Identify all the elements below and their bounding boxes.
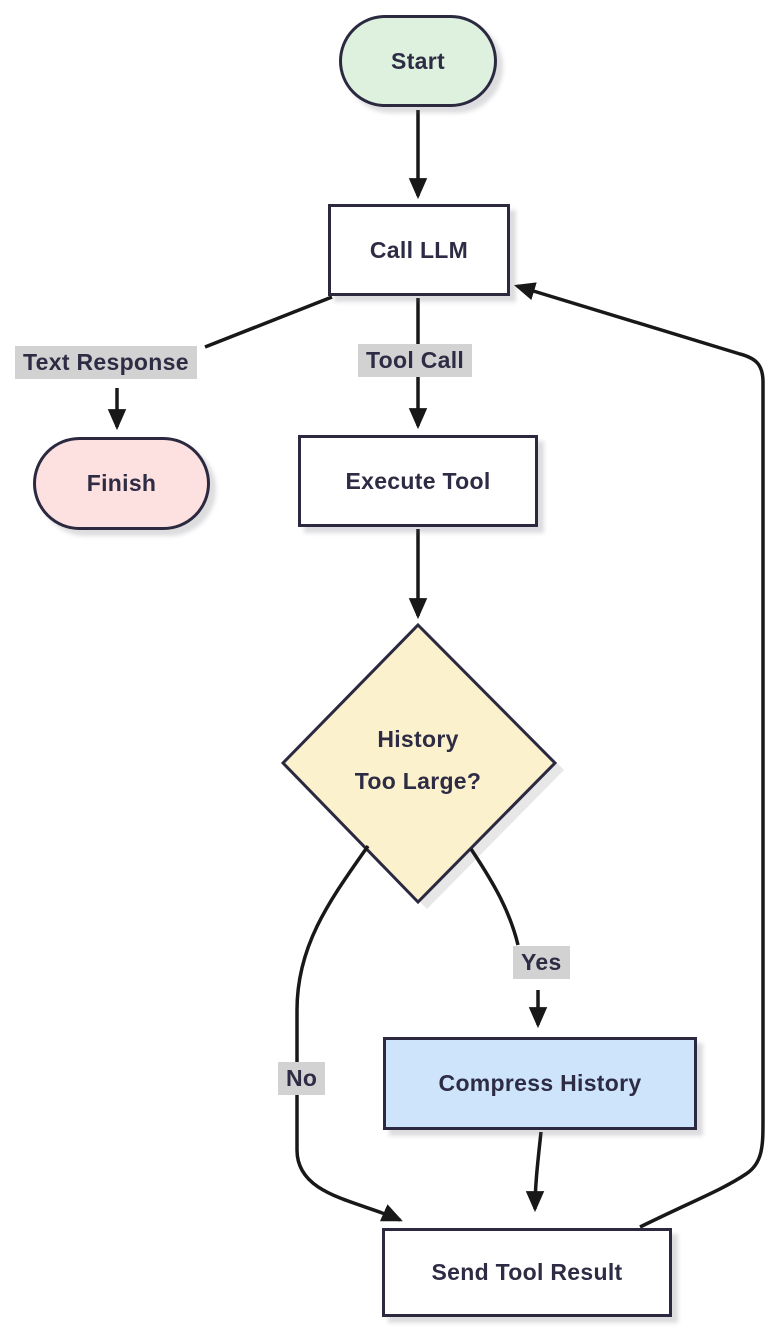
node-call-llm-label: Call LLM [369, 236, 469, 263]
node-compress-history: Compress History [383, 1037, 697, 1130]
node-send-tool-result-label: Send Tool Result [431, 1259, 623, 1285]
edge-decision-no-to-send [295, 844, 403, 1222]
node-decision-label: History Too Large? [308, 718, 528, 802]
edge-call-llm-to-text-response [204, 295, 333, 349]
node-decision-line1: History [377, 726, 459, 752]
node-decision-line2: Too Large? [354, 768, 482, 794]
decision-diamond [280, 622, 558, 905]
edge-decision-yes-upper [469, 848, 520, 946]
node-send-tool-result: Send Tool Result [382, 1228, 672, 1317]
edge-label-no: No [278, 1062, 326, 1095]
node-compress-history-label: Compress History [438, 1070, 642, 1096]
edge-label-yes: Yes [513, 946, 570, 979]
node-call-llm: Call LLM [328, 204, 510, 296]
node-start-label: Start [391, 47, 445, 74]
node-finish-label: Finish [86, 470, 157, 496]
node-execute-tool-label: Execute Tool [345, 467, 491, 494]
node-start: Start [339, 15, 497, 107]
node-execute-tool: Execute Tool [298, 435, 538, 527]
node-finish: Finish [33, 437, 210, 530]
edge-label-text-response: Text Response [15, 346, 197, 379]
edge-compress-to-send [525, 1131, 545, 1213]
edge-send-to-call-llm-loop [513, 282, 765, 1229]
edge-label-tool-call: Tool Call [358, 344, 473, 377]
